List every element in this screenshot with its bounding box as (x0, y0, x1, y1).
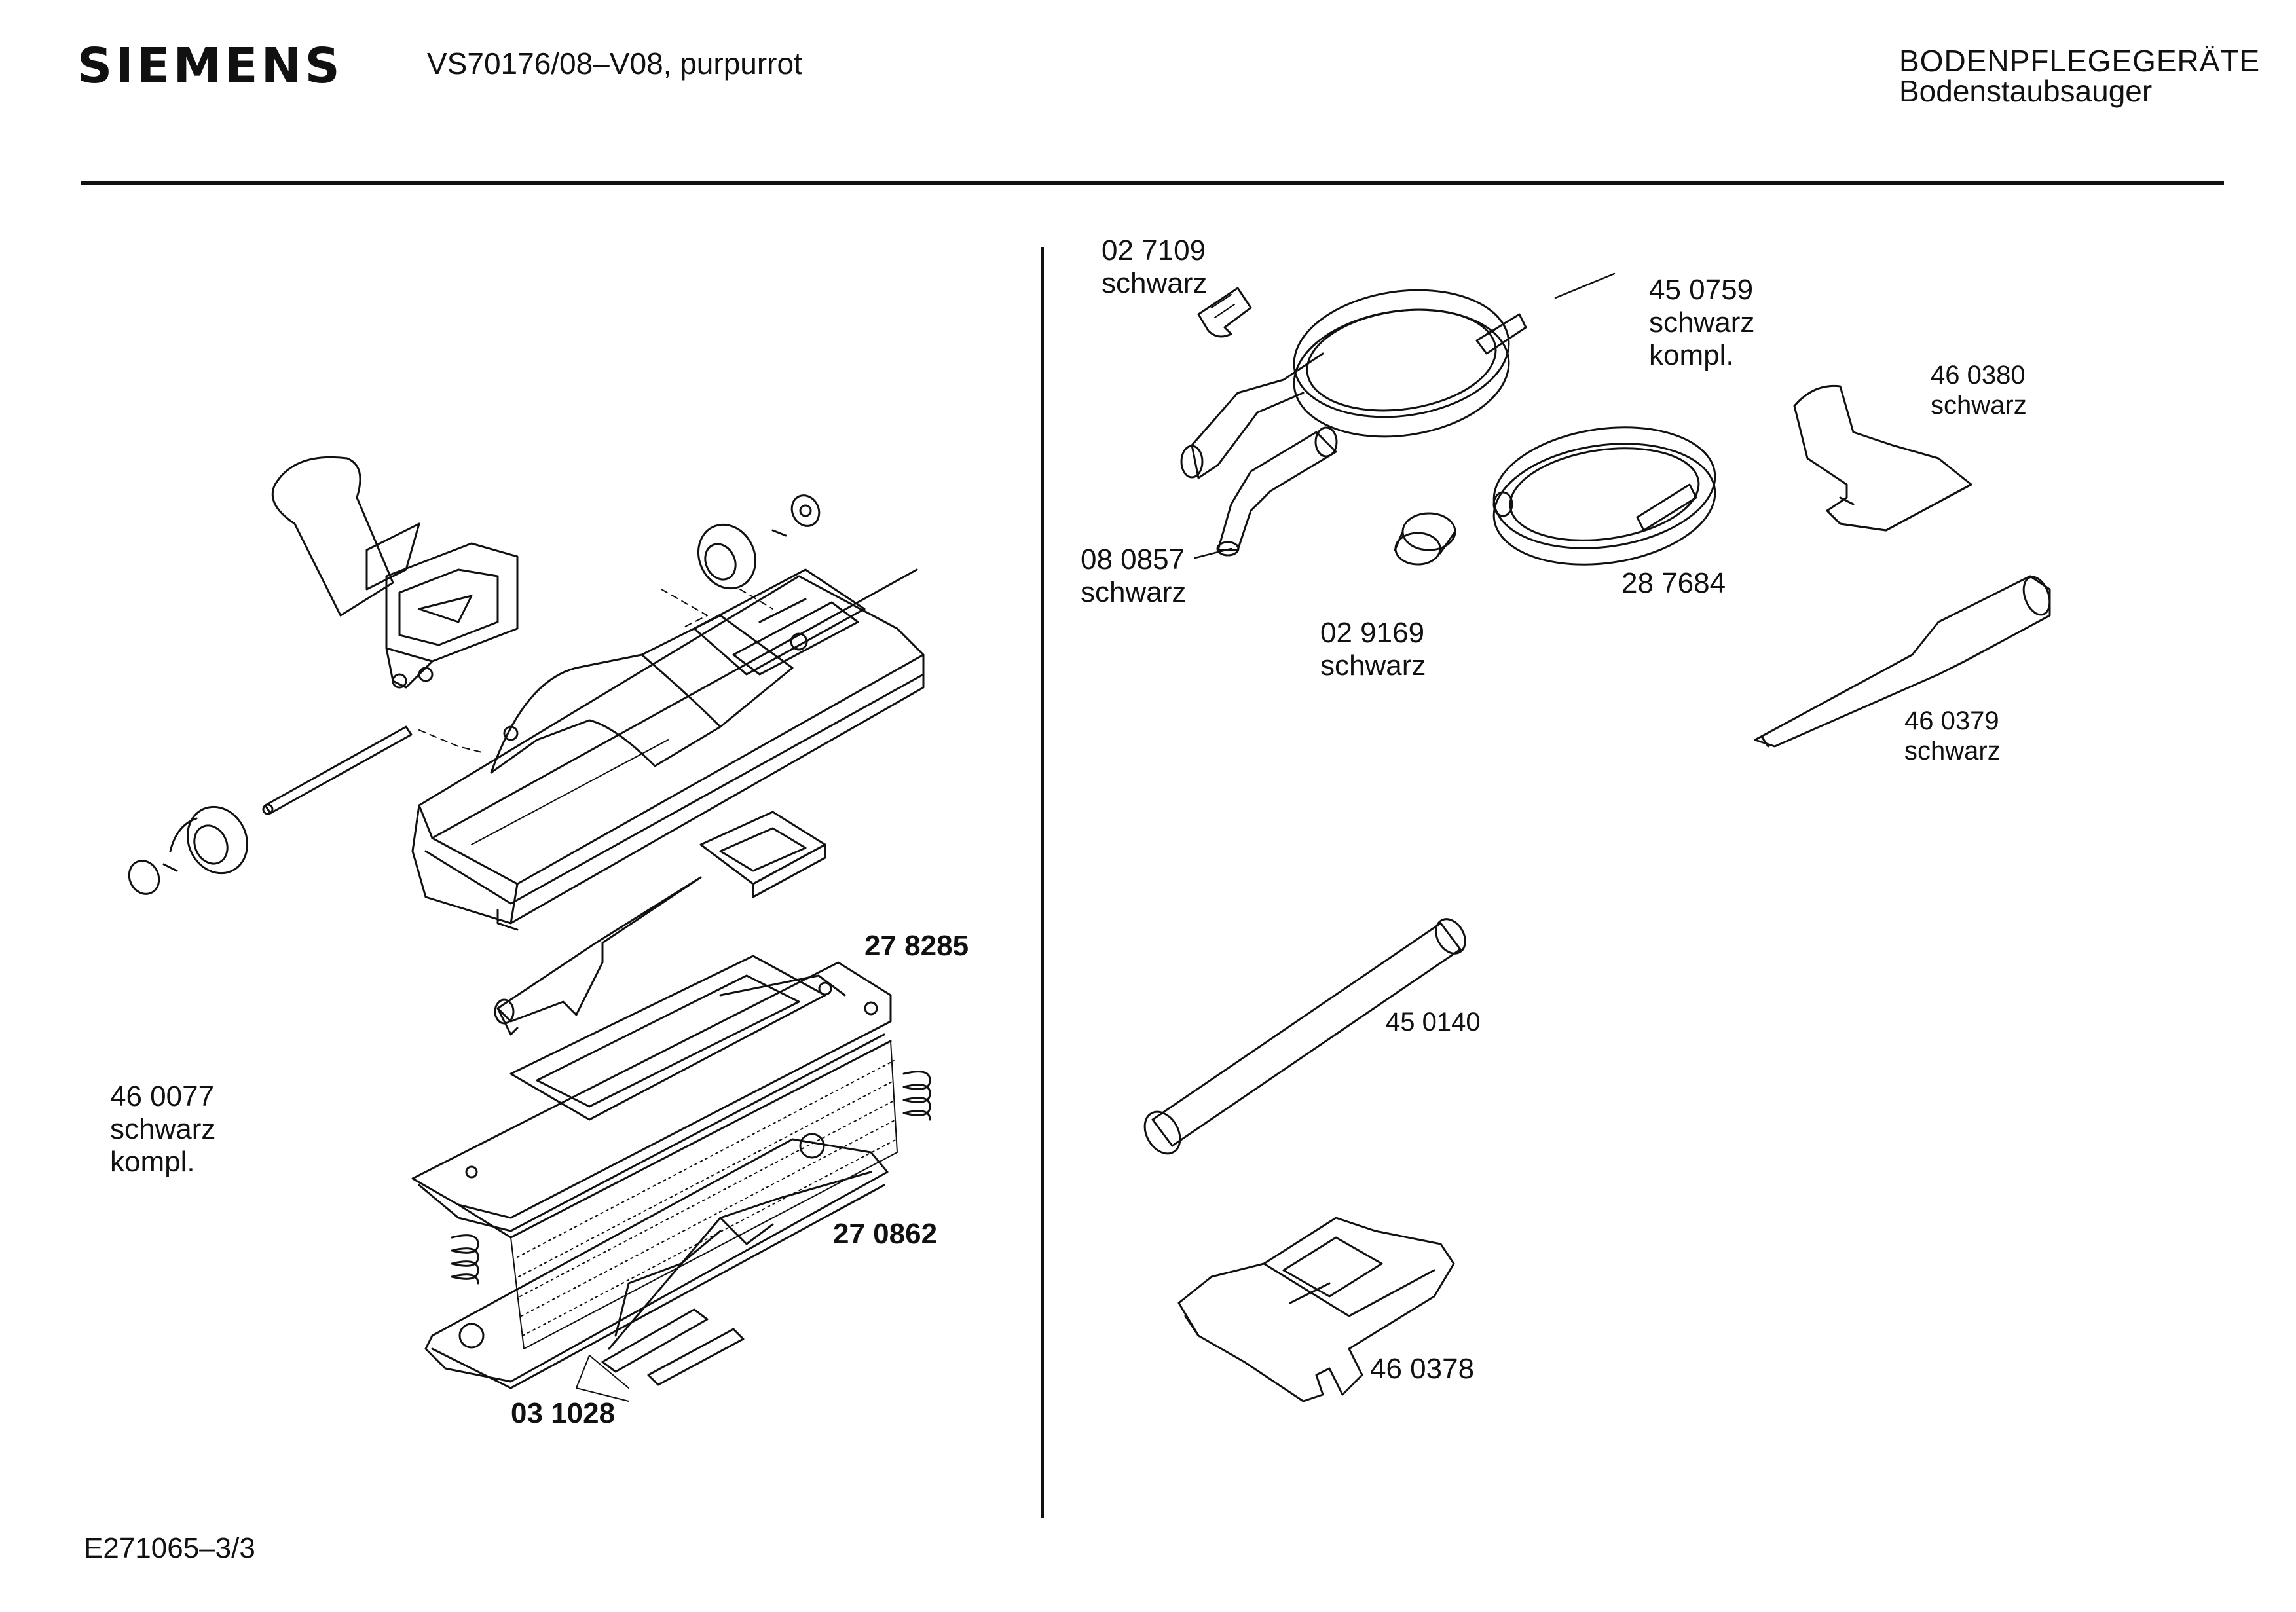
part-label-460077: 46 0077 schwarz kompl. (110, 1080, 215, 1179)
upholstery-nozzle-drawing (1794, 386, 1971, 530)
nozzle-housing (413, 570, 923, 930)
part-label-450140: 45 0140 (1386, 1008, 1481, 1036)
part-color: schwarz (1081, 576, 1187, 608)
floor-nozzle-assembly-drawing (124, 457, 930, 1401)
part-label-278285: 27 8285 (864, 930, 969, 962)
base-plate (426, 1134, 887, 1388)
part-color: schwarz (1649, 306, 1755, 339)
switch-pedal-lever (495, 812, 825, 1035)
header-rule (81, 181, 2224, 185)
nozzle-swivel-neck (272, 457, 517, 687)
label-strips (576, 1310, 743, 1401)
part-number: 46 0380 (1931, 361, 2026, 390)
hose-short-drawing (1486, 414, 1723, 578)
hose-complete-drawing (1181, 277, 1526, 478)
rear-wheel-right (661, 491, 824, 629)
leader-handle (1195, 549, 1231, 558)
center-divider (1041, 247, 1044, 1518)
part-number: 02 7109 (1102, 234, 1206, 266)
part-color: schwarz (110, 1113, 216, 1145)
hard-floor-nozzle-drawing (1179, 1218, 1454, 1401)
part-color: schwarz (1931, 391, 2027, 420)
part-label-460380: 46 0380 schwarz (1931, 360, 2027, 420)
part-label-460378: 46 0378 (1370, 1353, 1475, 1385)
part-color: schwarz (1102, 267, 1208, 299)
nozzle-axle (263, 727, 485, 814)
document-code: E271065–3/3 (84, 1532, 255, 1564)
rear-wheel-left (124, 797, 258, 899)
hose-clip-drawing (1198, 288, 1251, 337)
part-label-027109: 02 7109 schwarz (1102, 234, 1207, 300)
part-label-287684: 28 7684 (1621, 567, 1726, 599)
part-note: kompl. (1649, 339, 1734, 371)
adapter-ring-drawing (1395, 513, 1455, 564)
part-label-460379: 46 0379 schwarz (1904, 706, 2001, 766)
model-title: VS70176/08–V08, purpurrot (427, 46, 802, 81)
brush-strip-plate (413, 956, 897, 1349)
handle-tube-drawing (1217, 428, 1337, 555)
spring-right (904, 1072, 930, 1120)
part-label-450759: 45 0759 schwarz kompl. (1649, 274, 1754, 372)
extension-tube-drawing (1138, 914, 1471, 1160)
leader-lines (1195, 274, 1614, 558)
part-number: 45 0759 (1649, 274, 1754, 306)
part-color: schwarz (1320, 650, 1426, 682)
part-number: 02 9169 (1320, 617, 1425, 649)
spring-left (452, 1236, 478, 1283)
part-label-029169: 02 9169 schwarz (1320, 617, 1426, 682)
part-number: 08 0857 (1081, 543, 1185, 576)
subcategory-title: Bodenstaubsauger (1899, 74, 2153, 108)
leader-hose (1555, 274, 1614, 298)
part-label-270862: 27 0862 (833, 1218, 938, 1250)
part-number: 46 0379 (1904, 706, 1999, 735)
part-color: schwarz (1904, 737, 2001, 765)
part-label-031028: 03 1028 (511, 1397, 616, 1429)
category-title: BODENPFLEGEGERÄTE (1899, 44, 2261, 78)
part-number: 46 0077 (110, 1080, 215, 1112)
part-label-080857: 08 0857 schwarz (1081, 543, 1186, 609)
crevice-nozzle-drawing (1755, 574, 2054, 746)
part-note: kompl. (110, 1146, 195, 1178)
brand-logo: SIEMENS (77, 38, 343, 94)
